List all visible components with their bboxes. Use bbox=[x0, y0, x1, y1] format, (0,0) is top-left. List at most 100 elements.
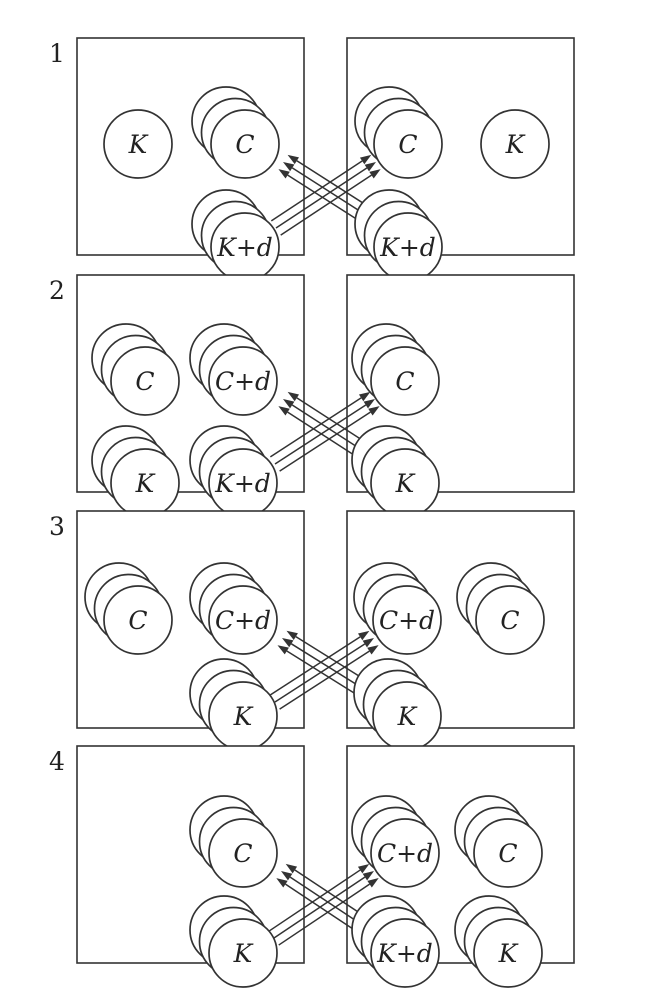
arrow-head bbox=[357, 863, 370, 874]
arrow-head bbox=[283, 162, 295, 172]
node-label: K+d bbox=[216, 233, 273, 262]
left-node-c-plus-d: C+d bbox=[189, 562, 278, 655]
arrow-head bbox=[364, 162, 376, 172]
left-node-k: K bbox=[91, 425, 180, 518]
left-node-c: C bbox=[191, 86, 280, 179]
arrow-head bbox=[359, 154, 372, 165]
node-label: K bbox=[397, 702, 418, 731]
left-node-k-plus-d: K+d bbox=[191, 189, 280, 282]
arrow-head bbox=[363, 399, 375, 409]
arrow-line bbox=[280, 174, 372, 236]
right-node-k-plus-d: K+d bbox=[354, 189, 443, 282]
arrow-head bbox=[362, 871, 374, 881]
node-circle bbox=[110, 346, 180, 416]
node-label: K+d bbox=[376, 939, 433, 968]
node-circle bbox=[373, 109, 443, 179]
arrow-line bbox=[274, 643, 366, 703]
node-label: C bbox=[128, 606, 147, 635]
arrow-head bbox=[367, 645, 379, 655]
arrow-head bbox=[287, 391, 300, 402]
arrow-line bbox=[269, 397, 362, 458]
node-circle bbox=[208, 818, 278, 888]
arrow-line bbox=[269, 636, 361, 696]
arrow-line bbox=[275, 167, 368, 229]
node-circle bbox=[370, 346, 440, 416]
arrow-head bbox=[369, 169, 381, 179]
right-node-c: C bbox=[454, 795, 543, 888]
node-label: K bbox=[498, 939, 519, 968]
arrow-line bbox=[278, 883, 371, 946]
node-label: K bbox=[505, 130, 526, 159]
node-label: C bbox=[233, 839, 252, 868]
left-node-k: K bbox=[189, 895, 278, 988]
left-node-c-plus-d: C+d bbox=[189, 323, 278, 416]
node-label: K bbox=[128, 130, 149, 159]
node-label: C bbox=[398, 130, 417, 159]
node-circle bbox=[208, 585, 278, 655]
arrow-head bbox=[367, 878, 379, 888]
arrow-head bbox=[285, 863, 298, 874]
arrow-head bbox=[278, 169, 290, 179]
node-circle bbox=[473, 818, 543, 888]
arrow-head bbox=[282, 638, 294, 648]
arrow-head bbox=[283, 399, 295, 409]
node-label: C bbox=[500, 606, 519, 635]
node-label: K+d bbox=[379, 233, 436, 262]
arrow-line bbox=[279, 650, 370, 710]
node-circle bbox=[370, 918, 440, 988]
arrows-left-to-right bbox=[269, 391, 380, 472]
right-node-k-plus-d: K+d bbox=[351, 895, 440, 988]
arrow-head bbox=[362, 638, 374, 648]
right-node-k: K bbox=[480, 109, 550, 179]
node-circle bbox=[103, 109, 173, 179]
row-number: 1 bbox=[49, 39, 65, 68]
right-node-c-plus-d: C+d bbox=[353, 562, 442, 655]
node-label: K+d bbox=[214, 469, 271, 498]
node-label: C+d bbox=[215, 606, 271, 635]
node-label: C bbox=[235, 130, 254, 159]
left-node-k: K bbox=[189, 658, 278, 751]
node-circle bbox=[103, 585, 173, 655]
row-number: 4 bbox=[49, 747, 65, 776]
node-label: K bbox=[233, 702, 254, 731]
node-circle bbox=[210, 109, 280, 179]
arrow-line bbox=[274, 404, 367, 465]
node-circle bbox=[208, 346, 278, 416]
node-circle bbox=[480, 109, 550, 179]
arrows-left-to-right bbox=[269, 630, 379, 710]
right-node-k: K bbox=[351, 425, 440, 518]
left-node-c: C bbox=[91, 323, 180, 416]
right-node-c: C bbox=[354, 86, 443, 179]
row-number: 3 bbox=[49, 512, 65, 541]
arrow-head bbox=[281, 871, 293, 881]
arrow-head bbox=[287, 154, 300, 165]
arrow-head bbox=[357, 630, 370, 641]
node-circle bbox=[475, 585, 545, 655]
node-label: K bbox=[233, 939, 254, 968]
node-circle bbox=[370, 818, 440, 888]
arrow-head bbox=[286, 630, 298, 641]
arrow-line bbox=[268, 869, 361, 932]
node-circle bbox=[208, 918, 278, 988]
left-node-k-plus-d: K+d bbox=[189, 425, 278, 518]
left-node-c: C bbox=[189, 795, 278, 888]
node-circle bbox=[372, 585, 442, 655]
arrow-head bbox=[278, 406, 290, 416]
node-label: C+d bbox=[377, 839, 433, 868]
arrow-head bbox=[368, 406, 380, 416]
arrow-line bbox=[270, 160, 363, 222]
right-node-c: C bbox=[351, 323, 440, 416]
right-node-k: K bbox=[454, 895, 543, 988]
arrow-line bbox=[279, 411, 371, 472]
right-node-c-plus-d: C+d bbox=[351, 795, 440, 888]
node-label: K bbox=[135, 469, 156, 498]
arrow-head bbox=[358, 391, 371, 402]
row-number: 2 bbox=[49, 276, 65, 305]
arrows-left-to-right bbox=[270, 154, 381, 236]
node-label: C bbox=[498, 839, 517, 868]
right-node-c: C bbox=[456, 562, 545, 655]
node-circle bbox=[473, 918, 543, 988]
node-label: C bbox=[395, 367, 414, 396]
